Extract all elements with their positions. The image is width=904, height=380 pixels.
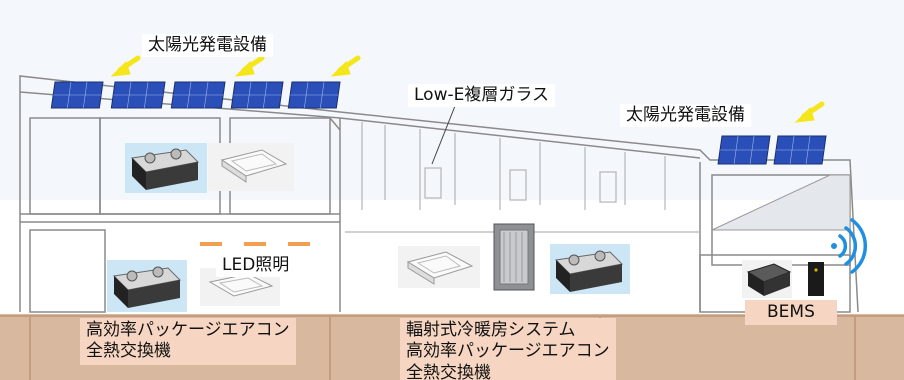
cassette-ac-center — [398, 246, 480, 288]
bems-label: BEMS — [745, 300, 837, 326]
sunlight-arrows — [110, 55, 825, 123]
left-equipment-box: 高効率パッケージエアコン 全熱交換機 — [80, 318, 296, 365]
solar-panels-right — [717, 135, 827, 165]
radiant-panel — [493, 223, 535, 291]
solar-panels-left — [50, 81, 341, 109]
solar-left-label: 太陽光発電設備 — [142, 34, 273, 58]
center-box-line-3: 全熱交換機 — [406, 362, 491, 380]
left-box-line-1: 高効率パッケージエアコン — [86, 320, 290, 340]
led-lights — [200, 242, 310, 246]
cassette-ac-upper — [208, 143, 294, 191]
center-equipment-box: 輻射式冷暖房システム 高効率パッケージエアコン 全熱交換機 — [400, 318, 616, 380]
heat-exchanger-lower-left — [107, 260, 187, 312]
glass-leader-line — [431, 105, 456, 165]
solar-right-label: 太陽光発電設備 — [620, 104, 751, 128]
center-box-line-2: 高効率パッケージエアコン — [406, 341, 610, 362]
center-box-line-1: 輻射式冷暖房システム — [406, 320, 576, 340]
wifi-icon — [831, 218, 868, 274]
ramp — [711, 174, 851, 231]
heat-exchanger-center — [550, 244, 630, 294]
heat-exchanger-upper — [125, 143, 207, 193]
left-box-line-2: 全熱交換機 — [86, 341, 171, 362]
led-label: LED照明 — [216, 254, 296, 278]
bems-device — [742, 260, 824, 298]
glass-label: Low-E複層ガラス — [408, 84, 556, 108]
